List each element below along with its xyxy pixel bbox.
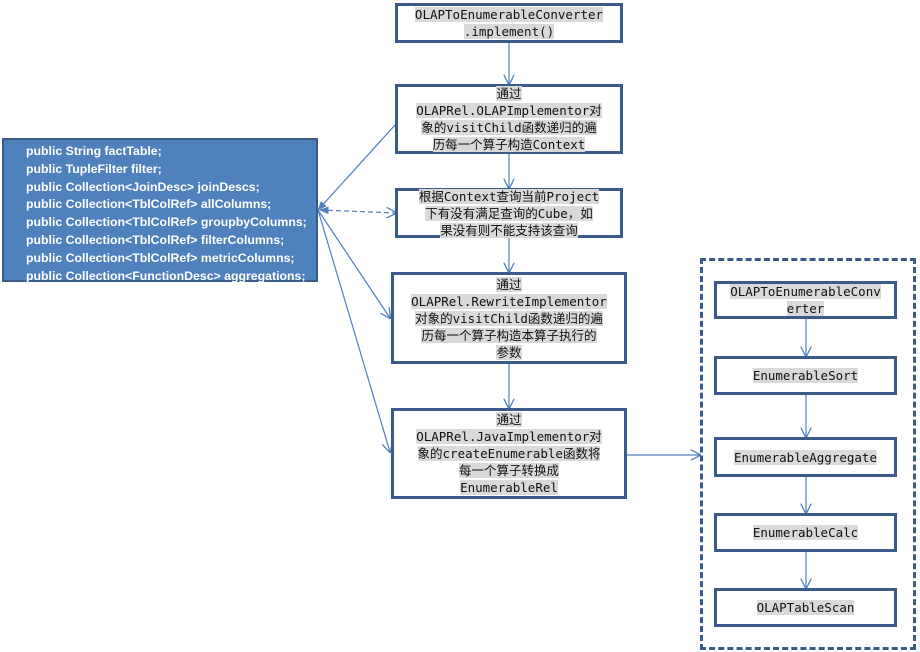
operator-label: EnumerableCalc <box>752 525 859 540</box>
enumerable-operator-tree-group <box>700 258 916 650</box>
step-text: 果没有则不能支持该查询 <box>440 222 578 238</box>
operator-label: EnumerableSort <box>752 368 859 383</box>
step-implement: OLAPToEnumerableConverter .implement() <box>395 3 623 43</box>
step-text: 历每一个算子构造Context <box>432 137 586 152</box>
step-java-implementor: 通过 OLAPRel.JavaImplementor对 象的createEnum… <box>391 408 627 499</box>
olap-context-fields-box: public String factTable; public TupleFil… <box>2 138 318 283</box>
connector-fields-step5 <box>317 209 390 452</box>
operator-label: OLAPTableScan <box>756 600 855 615</box>
field-line: public String factTable; <box>26 144 162 158</box>
step-text: 象的visitChild函数递归的遍 <box>421 120 597 135</box>
connector-fields-step4 <box>317 209 390 318</box>
connector-fields-step3 <box>320 210 396 213</box>
step-text: 参数 <box>496 344 522 360</box>
step-text: 历每一个算子构造本算子执行的 <box>421 327 597 343</box>
step-cube-lookup: 根据Context查询当前Project 下有没有满足查询的Cube，如 果没有… <box>395 188 623 238</box>
step-text: 通过 <box>496 276 522 292</box>
step-text: 下有没有满足查询的Cube，如 <box>425 205 593 221</box>
step-rewrite-implementor: 通过 OLAPRel.RewriteImplementor 对象的visitCh… <box>391 272 627 364</box>
step-olap-implementor: 通过 OLAPRel.OLAPImplementor对 象的visitChild… <box>395 84 623 154</box>
operator-node: OLAPToEnumerableConv erter <box>714 281 897 319</box>
field-line: public Collection<TblColRef> allColumns; <box>26 197 272 212</box>
field-line: public Collection<TblColRef> groupbyColu… <box>26 215 307 230</box>
field-line: public Collection<JoinDesc> joinDescs; <box>26 179 260 194</box>
step-text: 通过 <box>496 86 522 101</box>
step-text: .implement() <box>463 24 555 39</box>
field-line: public Collection<TblColRef> metricColum… <box>26 250 295 265</box>
step-text: 对象的visitChild函数递归的遍 <box>415 310 603 326</box>
step-text: OLAPRel.JavaImplementor对 <box>416 429 602 444</box>
operator-node: EnumerableSort <box>714 356 897 395</box>
step-text: OLAPToEnumerableConverter <box>414 7 604 22</box>
operator-label: EnumerableAggregate <box>734 449 877 465</box>
step-text: 象的createEnumerable函数将 <box>417 446 601 461</box>
step-text: 根据Context查询当前Project <box>418 188 600 204</box>
step-text: OLAPRel.RewriteImplementor <box>411 293 607 309</box>
operator-label: erter <box>786 301 825 316</box>
field-line: public Collection<TblColRef> filterColum… <box>26 232 285 247</box>
connector-fields-step2 <box>317 123 397 211</box>
step-text: 通过 <box>496 412 522 427</box>
step-text: 每一个算子转换成 <box>458 463 559 478</box>
operator-node: EnumerableCalc <box>714 513 897 552</box>
operator-node: EnumerableAggregate <box>714 437 897 477</box>
operator-label: OLAPToEnumerableConv <box>730 284 881 299</box>
operator-node: OLAPTableScan <box>714 588 897 627</box>
field-line: public Collection<FunctionDesc> aggregat… <box>26 268 306 283</box>
step-text: EnumerableRel <box>460 480 558 495</box>
field-line: public TupleFilter filter; <box>26 161 162 176</box>
step-text: OLAPRel.OLAPImplementor对 <box>416 103 602 118</box>
